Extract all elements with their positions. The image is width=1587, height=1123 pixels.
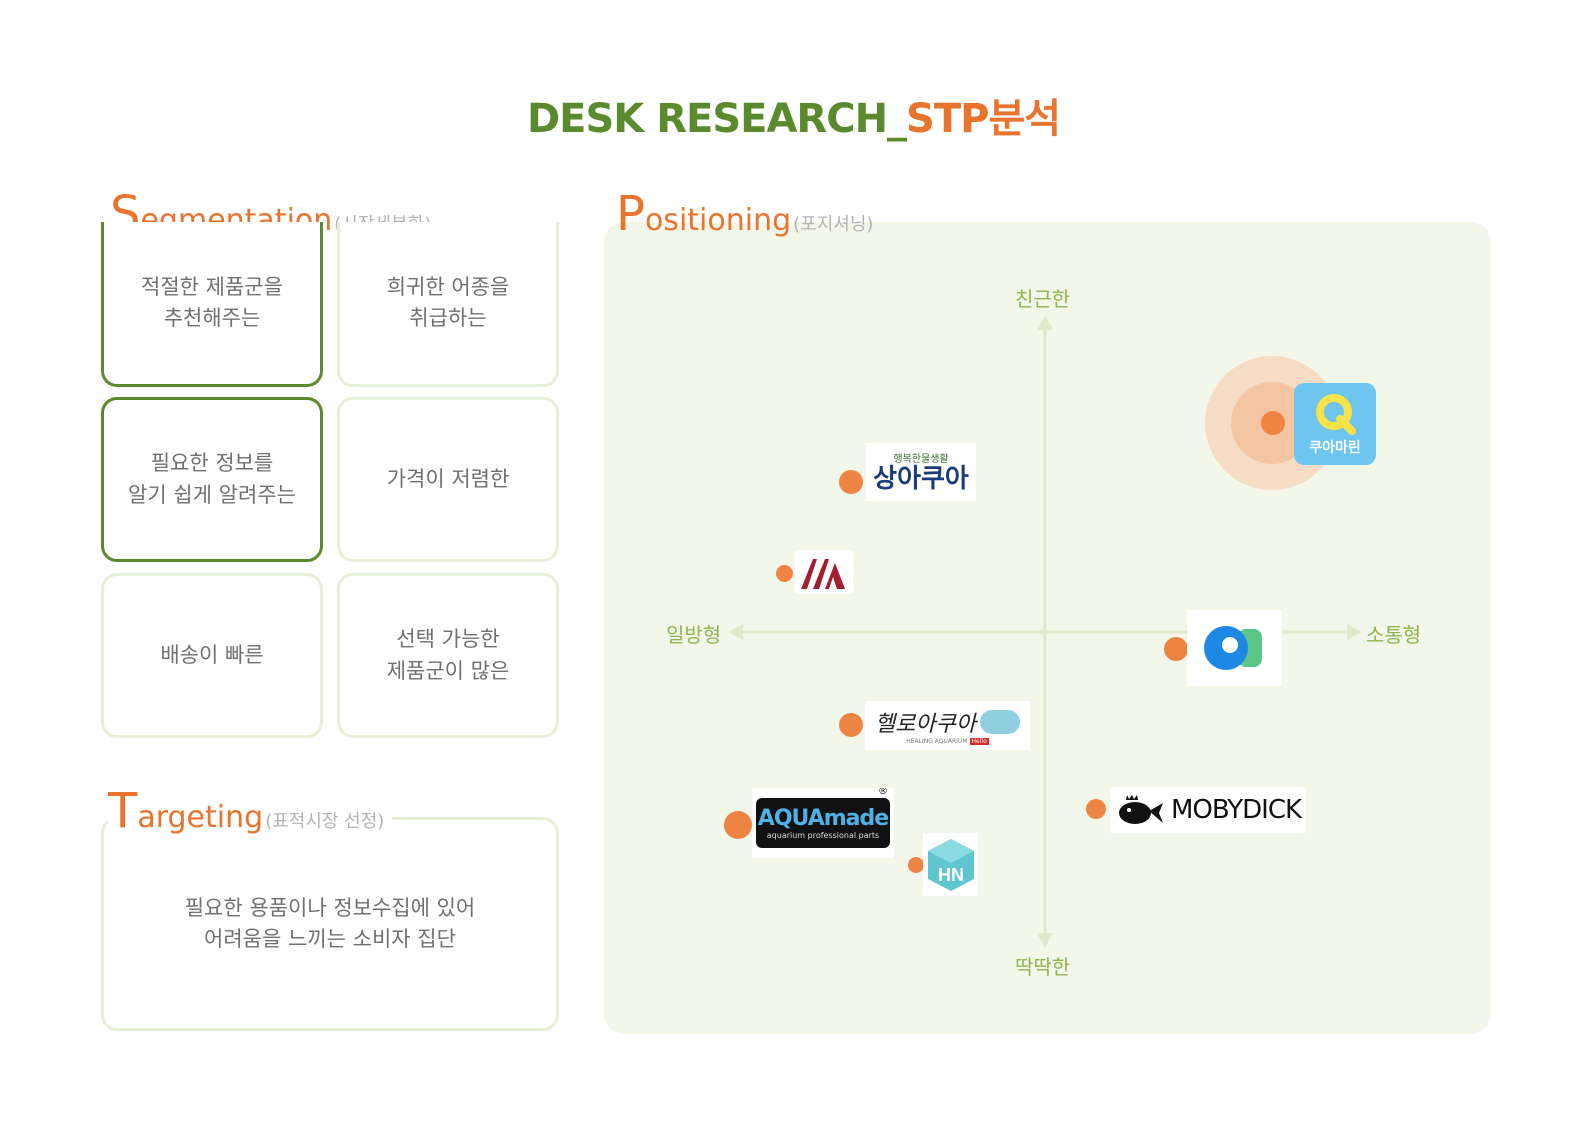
hello-aqua-badge: Hello: [969, 738, 989, 745]
brand-dot-hello-aqua: [839, 713, 863, 737]
whale-icon: [1118, 795, 1163, 824]
hn-letters: HN: [938, 865, 964, 885]
m-brand-logo: [795, 550, 853, 594]
segment-box-3: 필요한 정보를 알기 쉽게 알려주는: [101, 397, 323, 562]
brand-dot-hn: [908, 857, 924, 873]
hn-logo: HN: [923, 833, 978, 896]
brand-dot-mobydick: [1086, 799, 1106, 819]
title-accent: STP분석: [906, 96, 1061, 142]
aquamade-sub: aquarium professional parts: [766, 831, 880, 840]
quamarine-name: 쿠아마린: [1309, 440, 1361, 456]
title-main: DESK RESEARCH_: [526, 96, 907, 142]
quamarine-q-icon: [1316, 394, 1356, 435]
brand-dot-aquamade: [724, 811, 752, 839]
axis-arrow-down: [1037, 933, 1053, 948]
brand-dot-sangaqua: [839, 470, 863, 494]
targeting-initial: T: [108, 783, 138, 839]
targeting-title: argeting: [137, 800, 264, 835]
segment-box-1: 적절한 제품군을 추천해주는: [101, 222, 323, 387]
aquamade-name: AQUAmade: [757, 806, 889, 831]
sangaqua-tagline: 행복한물생활: [893, 454, 949, 466]
positioning-panel: [604, 222, 1491, 1034]
page-title: DESK RESEARCH_STP분석: [0, 86, 1587, 144]
sangaqua-name: 상아쿠아: [873, 464, 969, 495]
positioning-title: ositioning: [644, 203, 792, 238]
axis-label-top: 친근한: [1015, 287, 1071, 311]
axis-arrow-left: [728, 624, 743, 640]
circle-brand-logo: [1187, 610, 1282, 686]
blue-circle-logo-icon: [1203, 626, 1262, 670]
axis-arrow-right: [1347, 624, 1362, 640]
brand-dot-quamarine: [1261, 411, 1285, 435]
brand-dot-m: [776, 565, 793, 582]
brand-dot-center: [1164, 637, 1188, 661]
m-brand-icon: [801, 559, 845, 589]
axis-label-bottom: 딱딱한: [1015, 955, 1071, 979]
aquamade-logo: AQUAmade aquarium professional parts ®: [752, 788, 894, 858]
positioning-heading: P ositioning (포지셔닝): [616, 190, 881, 238]
aquamade-registered-mark: ®: [878, 788, 888, 797]
hello-aqua-cloud-icon: [980, 710, 1021, 734]
targeting-box: 필요한 용품이나 정보수집에 있어 어려움을 느끼는 소비자 집단: [101, 817, 559, 1031]
hello-aqua-name: 헬로아쿠아: [874, 712, 977, 737]
segment-box-6: 선택 가능한 제품군이 많은: [337, 573, 559, 738]
positioning-initial: P: [616, 186, 645, 242]
hello-aqua-logo: 헬로아쿠아 HEALING AQUARIUM Hello: [865, 701, 1030, 750]
quamarine-logo: 쿠아마린: [1294, 383, 1376, 465]
sangaqua-logo: 행복한물생활 상아쿠아: [866, 443, 976, 501]
segment-box-5: 배송이 빠른: [101, 573, 323, 738]
hn-cube-icon: HN: [927, 838, 974, 891]
mobydick-name: MOBYDICK: [1170, 795, 1302, 825]
positioning-subtitle: (포지셔닝): [793, 214, 874, 235]
targeting-subtitle: (표적시장 선정): [265, 811, 385, 832]
targeting-heading: T argeting (표적시장 선정): [108, 783, 393, 839]
segment-box-4: 가격이 저렴한: [337, 397, 559, 562]
axis-arrow-up: [1037, 315, 1053, 330]
segment-box-2: 희귀한 어종을 취급하는: [337, 222, 559, 387]
hello-aqua-sub: HEALING AQUARIUM: [906, 738, 968, 745]
mobydick-logo: MOBYDICK: [1110, 787, 1306, 833]
axis-label-left: 일방형: [666, 623, 722, 647]
axis-label-right: 소통형: [1366, 623, 1422, 647]
